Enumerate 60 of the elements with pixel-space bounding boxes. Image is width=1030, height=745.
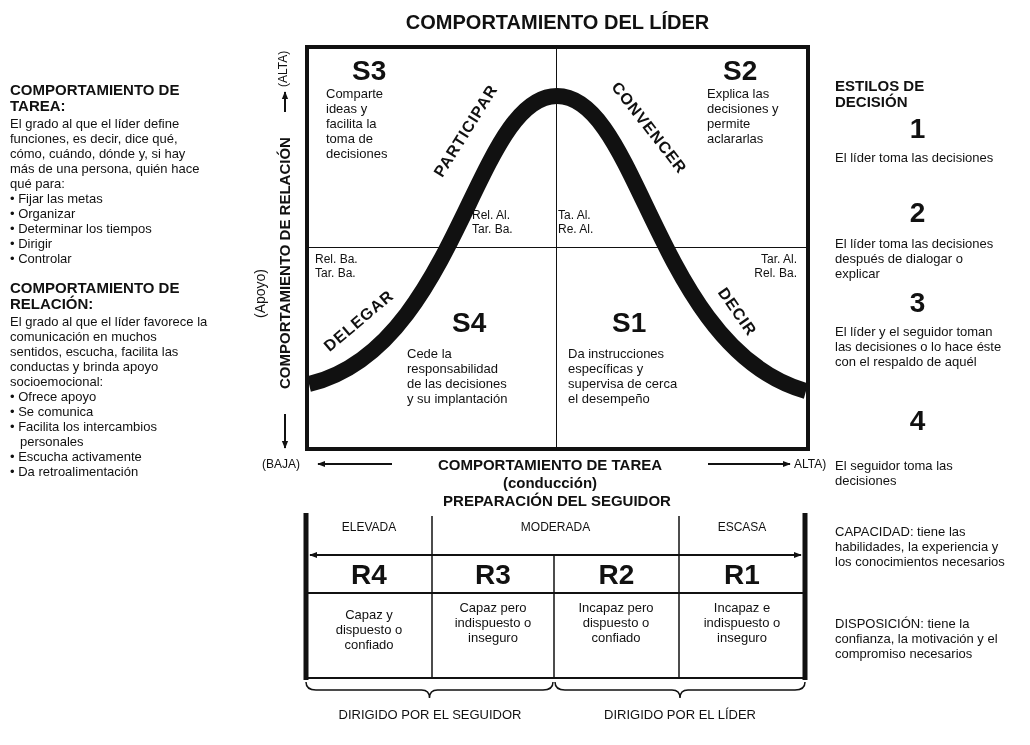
- bullet-item: • Dirigir: [10, 236, 54, 251]
- definition-note: CAPACIDAD: tiene las habilidades, la experiencia y los conocimientos necesarios: [835, 524, 1005, 569]
- readiness-level: ESCASA: [716, 520, 768, 534]
- quadrant-description: Da instrucciones específicas y supervisa de cerca el desempeño: [568, 346, 678, 406]
- section-heading: ESTILOS DE DECISIÓN: [835, 78, 926, 110]
- bullet-item: • Escucha activamente: [10, 449, 143, 464]
- quadrant-number: S2: [723, 56, 759, 86]
- section-heading: COMPORTAMIENTO DE TAREA:: [10, 82, 180, 114]
- quadrant-description: Comparte ideas y facilita la toma de decisiones: [326, 86, 389, 161]
- quadrant-number: S4: [452, 308, 488, 338]
- axis-title: COMPORTAMIENTO DE RELACIÓN: [276, 136, 294, 391]
- quadrant-number: S3: [352, 56, 388, 86]
- bullet-item: • Controlar: [10, 251, 73, 266]
- style-description: El seguidor toma las decisiones: [835, 458, 954, 488]
- definition-note: DISPOSICIÓN: tiene la confianza, la motivación y el compromiso necesarios: [835, 616, 999, 661]
- bullet-item: • Se comunica: [10, 404, 95, 419]
- axis-level-note: Rel. Al. Tar. Ba.: [472, 208, 514, 236]
- readiness-description: Capaz y dispuesto o confiado: [334, 607, 404, 652]
- bracket-label: DIRIGIDO POR EL LÍDER: [603, 707, 757, 722]
- readiness-description: Incapaz pero dispuesto o confiado: [577, 600, 655, 645]
- readiness-code: R3: [474, 560, 512, 590]
- bullet-item: • Ofrece apoyo: [10, 389, 98, 404]
- quadrant-description: Cede la responsabilidad de las decisiones y su implantación: [407, 346, 509, 406]
- quadrant-description: Explica las decisiones y permite aclararlas: [707, 86, 780, 146]
- readiness-description: Incapaz e indispuesto o inseguro: [702, 600, 782, 645]
- bracket-label: DIRIGIDO POR EL SEGUIDOR: [337, 707, 523, 722]
- bullet-item: • Fijar las metas: [10, 191, 104, 206]
- bullet-item: • Determinar los tiempos: [10, 221, 153, 236]
- style-number: 2: [908, 198, 927, 228]
- diagram-title: COMPORTAMIENTO DEL LÍDER: [404, 10, 711, 34]
- readiness-code: R2: [597, 560, 636, 590]
- axis-title: COMPORTAMIENTO DE TAREA: [436, 456, 664, 473]
- bullet-item: • Facilita los intercambios personales: [10, 419, 158, 449]
- axis-level-note: Rel. Ba. Tar. Ba.: [315, 252, 359, 280]
- axis-level-note: Tar. Al. Rel. Ba.: [753, 252, 797, 280]
- style-description: El líder toma las decisiones: [835, 150, 995, 165]
- style-number: 4: [908, 406, 927, 436]
- style-number: 3: [908, 288, 927, 318]
- axis-level-note: Ta. Al. Re. Al.: [558, 208, 595, 236]
- readiness-description: Capaz pero indispuesto o inseguro: [453, 600, 533, 645]
- style-description: El líder toma las decisiones después de dialogar o explicar: [835, 236, 995, 281]
- axis-subtitle: (Apoyo): [253, 267, 269, 320]
- axis-subtitle: (conducción): [502, 474, 599, 491]
- style-description: El líder y el seguidor toman las decisiones o lo hace éste con el respaldo de aquél: [835, 324, 1003, 369]
- readiness-code: R1: [723, 560, 761, 590]
- readiness-level: ELEVADA: [340, 520, 398, 534]
- section-heading: PREPARACIÓN DEL SEGUIDOR: [442, 492, 672, 509]
- bullet-item: • Organizar: [10, 206, 77, 221]
- section-heading: COMPORTAMIENTO DE RELACIÓN:: [10, 280, 180, 312]
- quadrant-number: S1: [612, 308, 648, 338]
- axis-end-label: (ALTA): [276, 49, 291, 90]
- quadrant-panel: [309, 49, 557, 248]
- paragraph: El grado al que el líder favorece la comunicación en muchos sentidos, escucha, facilita las conductas y brinda apoyo socioemocional:: [10, 314, 209, 389]
- axis-end-label: (BAJA): [262, 457, 301, 471]
- readiness-level: MODERADA: [519, 520, 592, 534]
- axis-end-label: ALTA): [794, 457, 828, 471]
- style-number: 1: [908, 114, 927, 144]
- bullet-item: • Da retroalimentación: [10, 464, 140, 479]
- readiness-code: R4: [350, 560, 388, 590]
- paragraph: El grado al que el líder define funciones, es decir, dice qué, cómo, cuándo, dónde y, si hay más de una persona, quién hace qué para:: [10, 116, 201, 191]
